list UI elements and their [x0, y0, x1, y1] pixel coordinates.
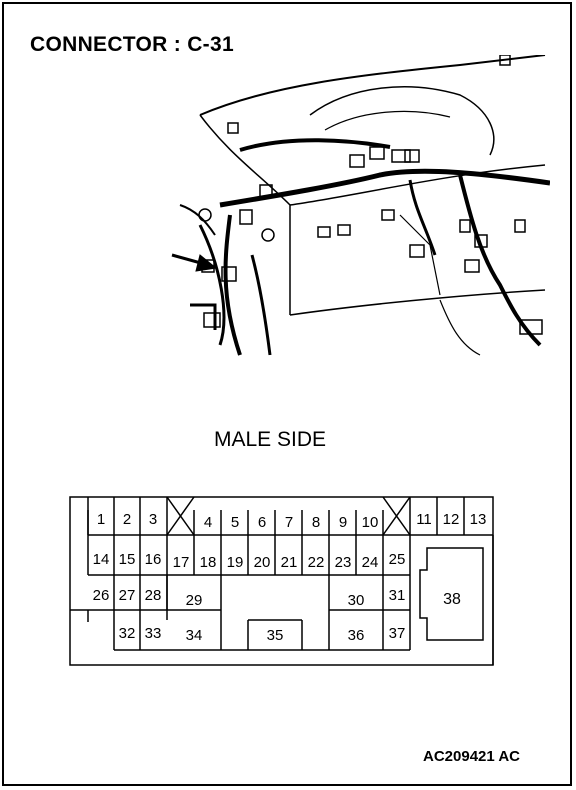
pin-3: 3	[149, 511, 157, 528]
pin-1: 1	[97, 511, 105, 528]
pin-11: 11	[416, 511, 432, 528]
pin-22: 22	[308, 554, 325, 571]
pin-7: 7	[285, 514, 293, 531]
pin-12: 12	[443, 511, 460, 528]
pin-21: 21	[281, 554, 298, 571]
pin-35: 35	[267, 627, 284, 644]
pin-33: 33	[145, 625, 162, 642]
pin-9: 9	[339, 514, 347, 531]
pin-15: 15	[119, 551, 136, 568]
pin-30: 30	[348, 592, 365, 609]
pin-13: 13	[470, 511, 487, 528]
pin-24: 24	[362, 554, 379, 571]
pin-8: 8	[312, 514, 320, 531]
pin-34: 34	[186, 627, 203, 644]
pin-18: 18	[200, 554, 217, 571]
pin-5: 5	[231, 514, 239, 531]
pin-37: 37	[389, 625, 406, 642]
wiring-harness-illustration	[171, 55, 550, 356]
pin-16: 16	[145, 551, 162, 568]
pin-17: 17	[173, 554, 190, 571]
pin-20: 20	[254, 554, 271, 571]
pin-28: 28	[145, 587, 162, 604]
pin-25: 25	[389, 551, 406, 568]
pin-38: 38	[443, 591, 461, 608]
pin-4: 4	[204, 514, 212, 531]
pin-27: 27	[119, 587, 136, 604]
side-label: MALE SIDE	[214, 428, 327, 451]
pin-36: 36	[348, 627, 365, 644]
pin-29: 29	[186, 592, 203, 609]
pin-32: 32	[119, 625, 136, 642]
pin-10: 10	[362, 514, 379, 531]
figure-code: AC209421 AC	[423, 748, 520, 765]
pin-6: 6	[258, 514, 266, 531]
pin-23: 23	[335, 554, 352, 571]
pin-14: 14	[93, 551, 110, 568]
connector-title: CONNECTOR : C-31	[30, 33, 234, 56]
pin-31: 31	[389, 587, 406, 604]
pin-19: 19	[227, 554, 244, 571]
pin-26: 26	[93, 587, 110, 604]
pin-2: 2	[123, 511, 131, 528]
